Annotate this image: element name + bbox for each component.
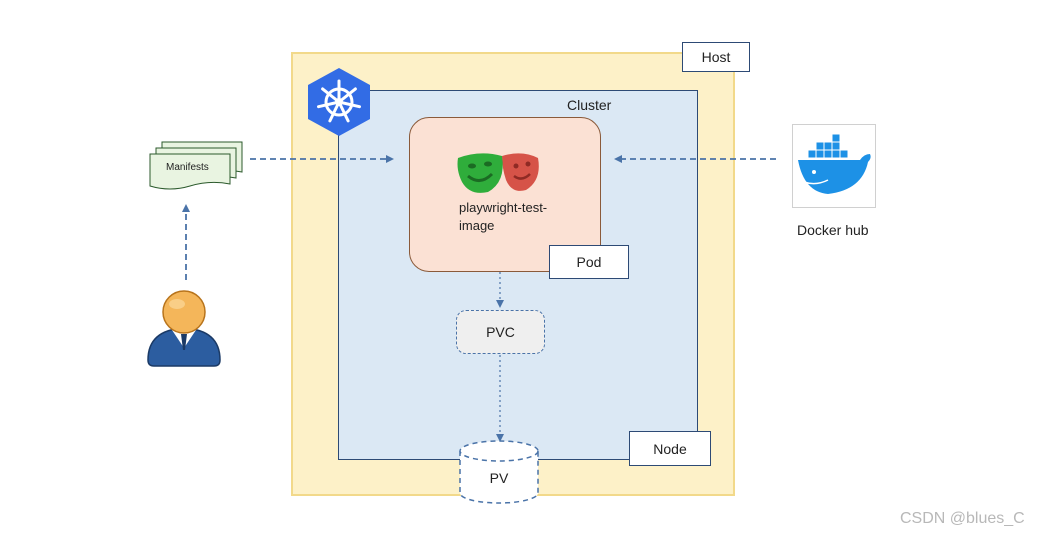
docker-icon <box>798 133 871 194</box>
playwright-icon <box>457 153 539 193</box>
user-icon <box>147 290 221 367</box>
node-label: Node <box>629 431 711 466</box>
pv-cylinder <box>459 440 539 504</box>
docker-hub-label: Docker hub <box>797 222 869 238</box>
manifests-label: Manifests <box>166 162 209 173</box>
watermark: CSDN @blues_C <box>900 510 1025 527</box>
pv-label: PV <box>489 470 509 486</box>
pvc-box: PVC <box>456 310 545 354</box>
host-label: Host <box>682 42 750 72</box>
kubernetes-icon <box>308 68 370 136</box>
manifests-icon <box>149 141 243 190</box>
pod-label: Pod <box>549 245 629 279</box>
image-label: playwright-test-image <box>459 200 548 233</box>
cluster-label: Cluster <box>567 97 612 113</box>
